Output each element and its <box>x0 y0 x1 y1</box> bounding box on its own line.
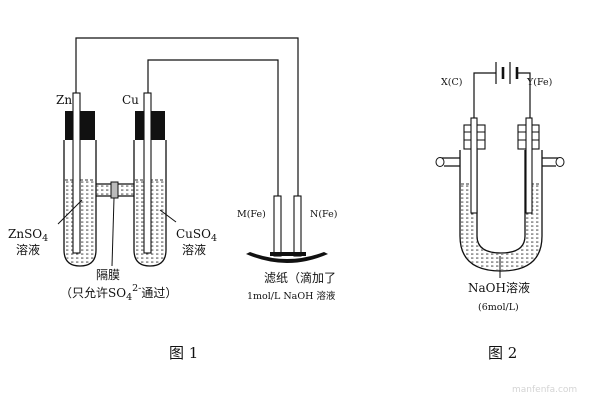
figure-2-caption: 图 2 <box>488 344 517 362</box>
electrode-n <box>293 195 302 257</box>
naoh-label-line1: NaOH溶液 <box>468 280 530 295</box>
left-test-tube <box>63 92 97 267</box>
electrode-x <box>470 117 478 214</box>
right-tube-wall <box>133 140 167 267</box>
electrode-x-label: X(C) <box>441 77 462 88</box>
wire-zn-to-n <box>75 37 299 196</box>
right-solution-label-line2: 溶液 <box>182 242 206 257</box>
zn-label: Zn <box>56 93 72 107</box>
filter-paper-label-line2: 1mol/L NaOH 溶液 <box>247 290 336 302</box>
left-solution-label-line1: ZnSO4 <box>8 227 48 244</box>
membrane-note: （只允许SO42-通过） <box>60 283 177 303</box>
membrane-label: 隔膜 <box>96 268 120 282</box>
left-side-arm <box>440 157 460 167</box>
wire-cu-to-m <box>147 59 279 196</box>
cu-electrode <box>143 92 152 254</box>
filter-paper-setup: M(Fe) N(Fe) 滤纸（滴加了 1mol/L NaOH 溶液 <box>237 195 337 302</box>
right-solution-label-line1: CuSO4 <box>176 227 217 244</box>
electrode-y-label: Y(Fe) <box>526 77 552 88</box>
leader-right-solution <box>159 209 177 223</box>
membrane <box>110 181 119 199</box>
u-tube-outer-wall <box>459 150 543 272</box>
electrode-m-label: M(Fe) <box>237 209 266 220</box>
figure-1: Zn Cu ZnSO4 溶液 CuSO4 溶液 隔膜 （只允许SO42-通过） … <box>8 37 337 362</box>
right-test-tube <box>133 92 167 267</box>
filter-paper-label-line1: 滤纸（滴加了 <box>264 270 336 285</box>
cu-label: Cu <box>122 93 139 107</box>
leader-left-solution <box>57 199 83 225</box>
naoh-solution <box>461 184 541 270</box>
right-side-arm <box>542 157 560 167</box>
leader-membrane <box>111 197 115 267</box>
figure-2: X(C) Y(Fe) NaOH溶液 (6mol/L) 图 2 <box>435 62 565 362</box>
salt-bridge-tube <box>96 181 134 199</box>
electrode-y <box>525 117 533 214</box>
u-tube <box>435 150 565 272</box>
filter-paper <box>246 252 328 263</box>
electrode-m <box>273 195 282 257</box>
wire-y <box>517 72 531 120</box>
watermark: manfenfa.com <box>512 385 577 395</box>
figure-1-caption: 图 1 <box>169 344 198 362</box>
left-tube-wall <box>63 140 97 267</box>
electrode-n-label: N(Fe) <box>310 209 337 220</box>
u-tube-inner-wall <box>476 150 526 254</box>
wire-x <box>473 72 496 120</box>
battery <box>495 62 519 84</box>
left-solution-label-line2: 溶液 <box>16 242 40 257</box>
naoh-label-line2: (6mol/L) <box>478 302 519 313</box>
zn-electrode <box>72 92 81 254</box>
